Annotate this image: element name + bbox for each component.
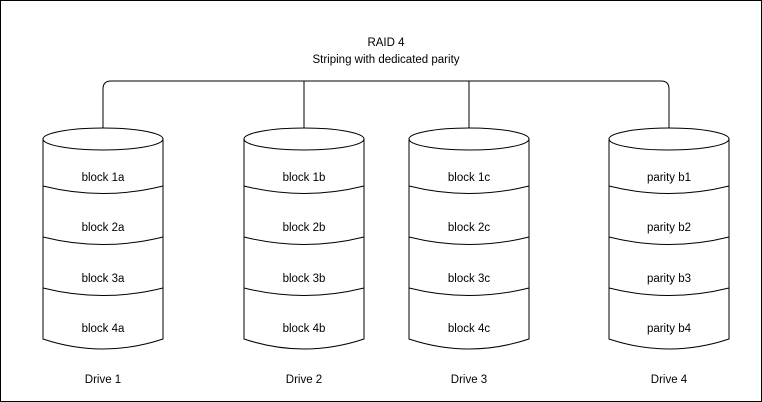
- drive-3-cylinder-top: [408, 127, 530, 151]
- drive-1-cylinder-top: [42, 127, 164, 151]
- drive-1-block-3-label: block 3a: [82, 273, 125, 285]
- drive-1-divider-3: [42, 287, 164, 296]
- diagram-subtitle: Striping with dedicated parity: [312, 54, 459, 66]
- drive-3-block-2-label: block 2c: [448, 222, 490, 234]
- drive-3: block 1c block 2c block 3c block 4c Driv…: [408, 127, 530, 386]
- drive-3-divider-3: [408, 287, 530, 296]
- drive-4-divider-2: [608, 236, 730, 245]
- drive-1-divider-1: [42, 185, 164, 194]
- drive-3-block-3-label: block 3c: [448, 273, 490, 285]
- drive-2-block-1-label: block 1b: [283, 172, 326, 184]
- diagram-title: RAID 4: [367, 37, 405, 49]
- drive-2-block-4-label: block 4b: [283, 323, 326, 335]
- drive-3-block-4-label: block 4c: [448, 323, 490, 335]
- drive-2: block 1b block 2b block 3b block 4b Driv…: [243, 127, 365, 386]
- drive-2-divider-1: [243, 185, 365, 194]
- drive-4-divider-3: [608, 287, 730, 296]
- drive-4-block-1-label: parity b1: [647, 172, 691, 184]
- drive-3-label: Drive 3: [451, 374, 487, 386]
- drive-1-block-4-label: block 4a: [82, 323, 125, 335]
- drive-4-divider-1: [608, 185, 730, 194]
- drive-2-block-2-label: block 2b: [283, 222, 326, 234]
- drive-4-block-3-label: parity b3: [647, 273, 691, 285]
- bus-connector: [102, 80, 670, 129]
- drive-3-divider-1: [408, 185, 530, 194]
- drive-4-block-4-label: parity b4: [647, 323, 692, 335]
- drive-4-label: Drive 4: [651, 374, 688, 386]
- drive-1-divider-2: [42, 236, 164, 245]
- drive-2-cylinder-top: [243, 127, 365, 151]
- drive-4: parity b1 parity b2 parity b3 parity b4 …: [608, 127, 730, 386]
- drive-1-label: Drive 1: [85, 374, 121, 386]
- drive-2-divider-3: [243, 287, 365, 296]
- drive-1-block-1-label: block 1a: [82, 172, 125, 184]
- drive-1: block 1a block 2a block 3a block 4a Driv…: [42, 127, 164, 386]
- drive-3-block-1-label: block 1c: [448, 172, 490, 184]
- drive-1-block-2-label: block 2a: [82, 222, 125, 234]
- drive-3-divider-2: [408, 236, 530, 245]
- drive-2-label: Drive 2: [286, 374, 322, 386]
- drive-2-divider-2: [243, 236, 365, 245]
- drive-4-block-2-label: parity b2: [647, 222, 691, 234]
- drive-2-block-3-label: block 3b: [283, 273, 326, 285]
- drive-4-cylinder-top: [608, 127, 730, 151]
